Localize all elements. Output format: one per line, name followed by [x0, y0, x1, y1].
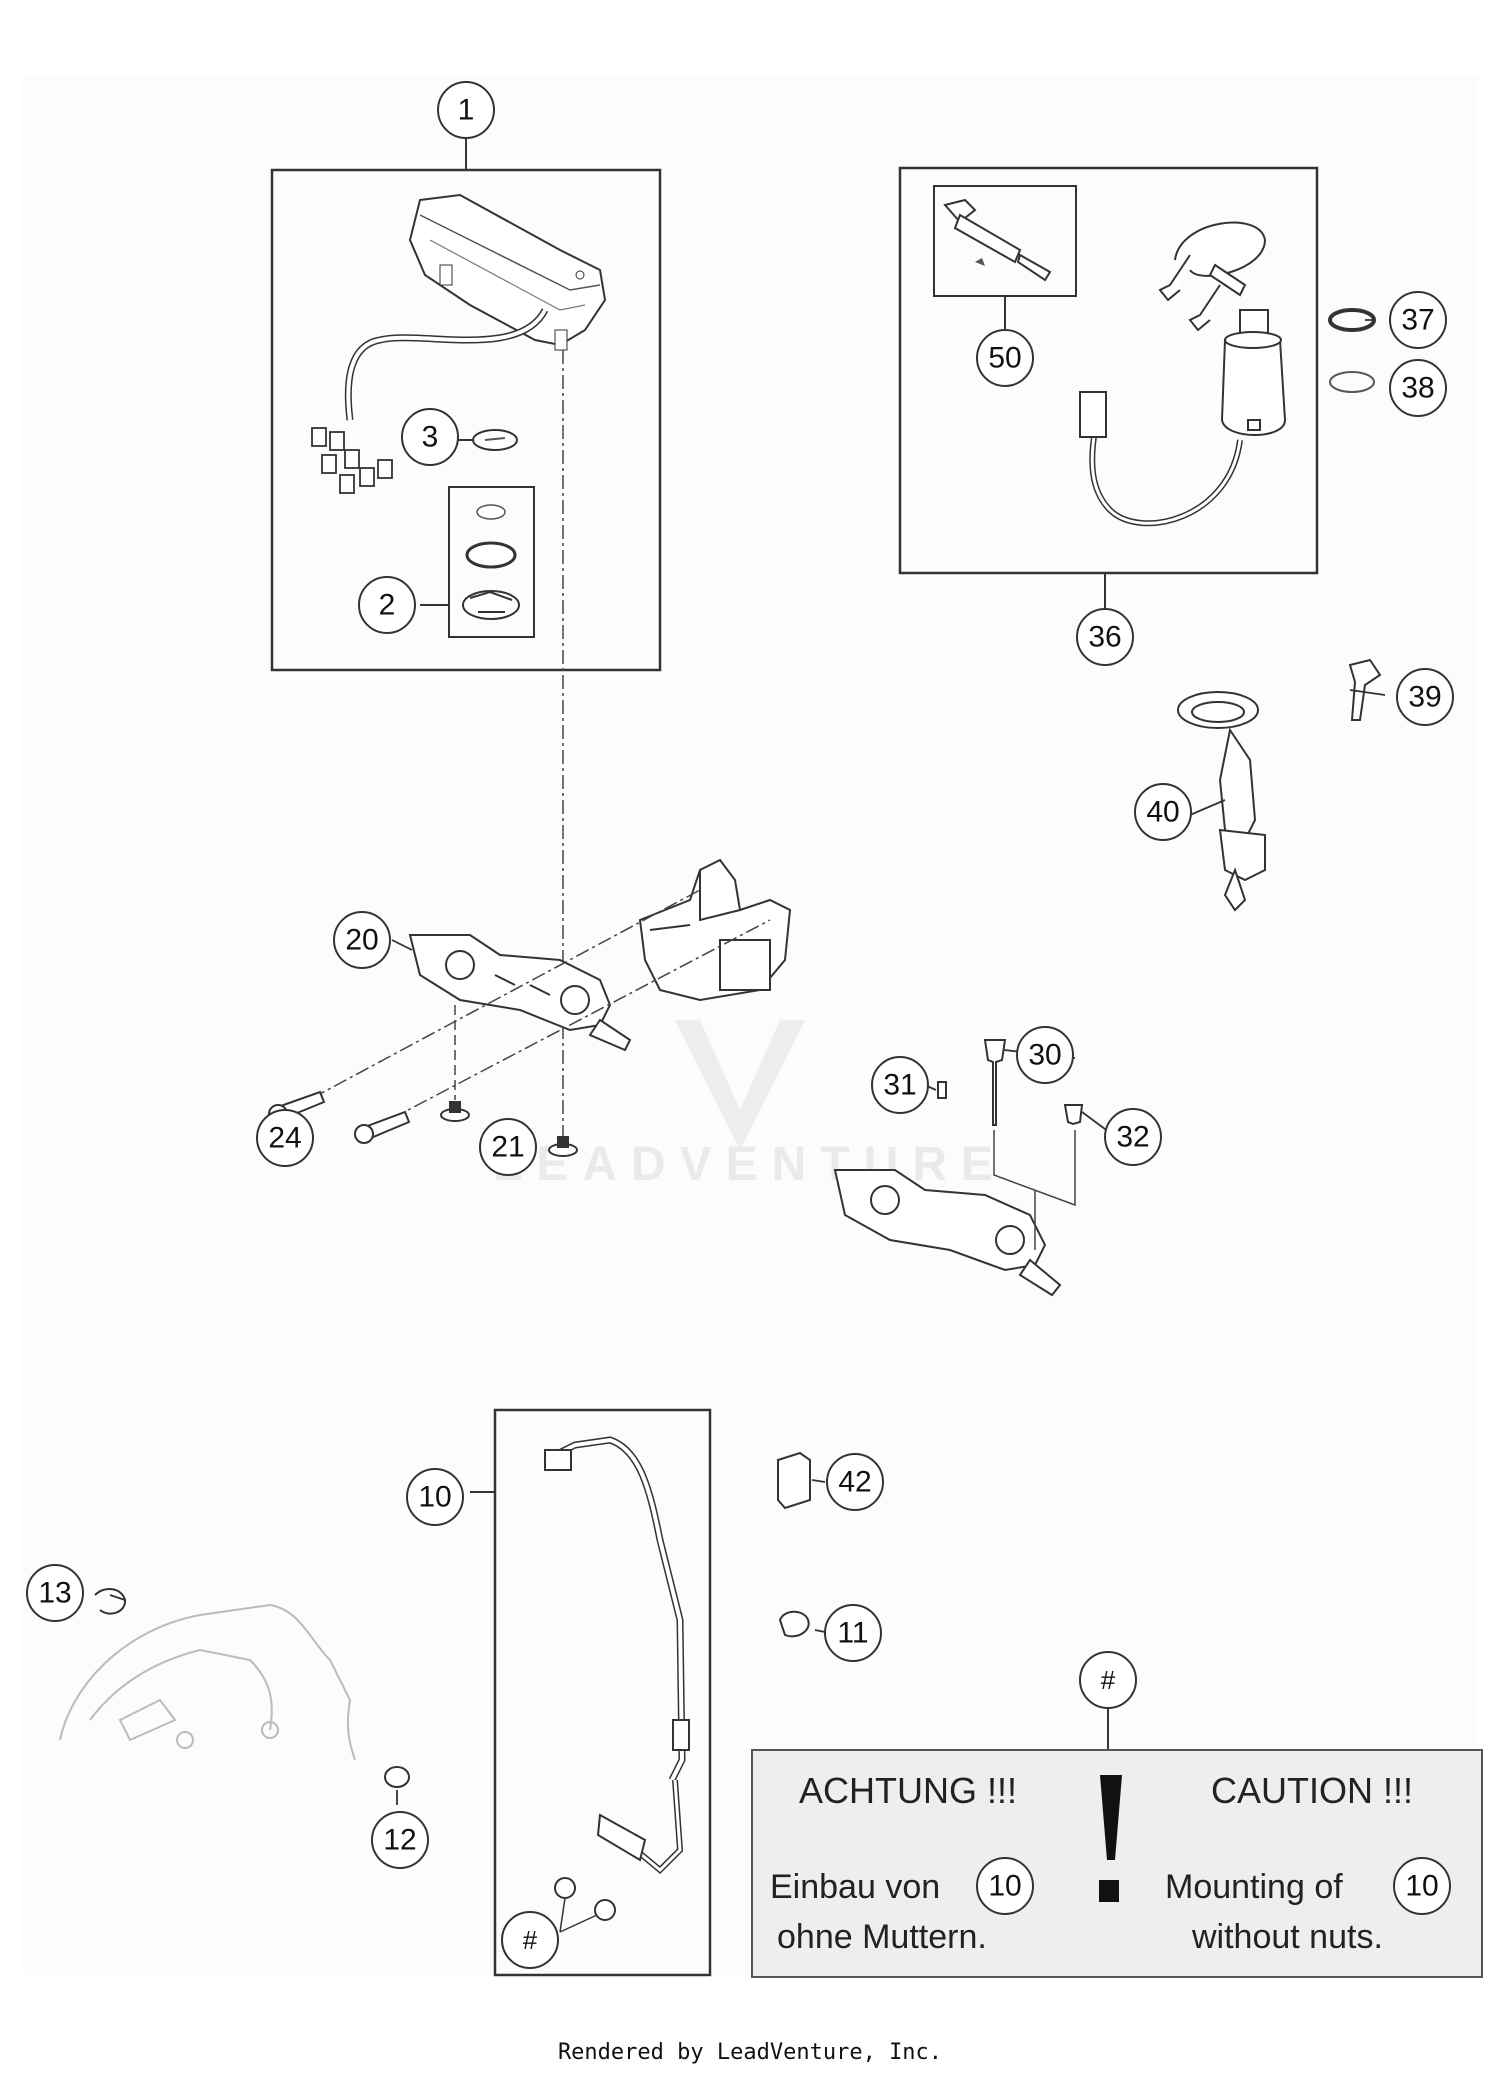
- seal-kit-box: [448, 486, 535, 638]
- caution-english-ref-callout: 10: [1393, 1857, 1451, 1915]
- callout-30: 30: [1016, 1026, 1074, 1084]
- callout-10: 10: [406, 1468, 464, 1526]
- lock-bracket-40-part: [1177, 691, 1266, 912]
- callout-3: 3: [401, 408, 459, 466]
- caution-german-line1: Einbau von: [770, 1868, 940, 1906]
- keys-part: [1158, 221, 1267, 332]
- washer-21-part: [440, 1101, 578, 1157]
- caution-german-line2: ohne Muttern.: [777, 1918, 987, 1956]
- svg-text:10: 10: [988, 1870, 1021, 1903]
- caution-english-line1: Mounting of: [1165, 1868, 1343, 1906]
- harness-group: [470, 1408, 712, 1977]
- svg-text:39: 39: [1408, 681, 1441, 714]
- bulb-30-part: [983, 1039, 1007, 1126]
- caution-panel: ACHTUNG !!! Einbau von ohne Muttern. CAU…: [751, 1705, 1483, 1978]
- connectors: [311, 427, 393, 494]
- key-39-part: [1348, 658, 1382, 721]
- svg-text:11: 11: [837, 1617, 868, 1650]
- callout-39: 39: [1396, 668, 1454, 726]
- frame-ghost-part: [59, 1603, 356, 1761]
- exclamation-icon: [1100, 1775, 1122, 1860]
- callout-38: 38: [1389, 359, 1447, 417]
- callout-2: 2: [358, 576, 416, 634]
- svg-text:#: #: [523, 1925, 538, 1955]
- svg-text:24: 24: [268, 1122, 301, 1155]
- callout-31: 31: [871, 1056, 929, 1114]
- caution-english-line2: without nuts.: [1191, 1918, 1383, 1956]
- caution-german-title: ACHTUNG !!!: [799, 1770, 1017, 1811]
- callout-32: 32: [1104, 1108, 1162, 1166]
- callout-42: 42: [826, 1453, 884, 1511]
- caution-german-ref-callout: 10: [976, 1857, 1034, 1915]
- callout-hash-top: #: [1079, 1651, 1137, 1709]
- callout-1: 1: [437, 81, 495, 139]
- footer-credit: Rendered by LeadVenture, Inc.: [557, 2040, 943, 2065]
- callout-hash-bottom: #: [501, 1911, 559, 1969]
- callout-12: 12: [371, 1811, 429, 1869]
- svg-text:12: 12: [383, 1824, 416, 1857]
- callout-40: 40: [1134, 783, 1192, 841]
- callout-20: 20: [333, 911, 391, 969]
- svg-text:21: 21: [491, 1131, 524, 1164]
- svg-text:10: 10: [418, 1481, 451, 1514]
- harness-box: [493, 1408, 712, 1977]
- callout-21: 21: [479, 1118, 537, 1176]
- svg-text:40: 40: [1146, 796, 1179, 829]
- callout-11: 11: [824, 1604, 882, 1662]
- caution-english-title: CAUTION !!!: [1211, 1770, 1413, 1811]
- callout-36: 36: [1076, 608, 1134, 666]
- bulb-32-part: [1063, 1104, 1084, 1126]
- svg-text:10: 10: [1405, 1870, 1438, 1903]
- svg-text:20: 20: [345, 924, 378, 957]
- ignition-lock-group: [898, 166, 1376, 615]
- callout-50: 50: [976, 329, 1034, 387]
- bulb-31-part: [937, 1081, 947, 1099]
- svg-text:38: 38: [1401, 372, 1434, 405]
- svg-text:42: 42: [838, 1466, 871, 1499]
- svg-text:36: 36: [1088, 621, 1121, 654]
- svg-text:13: 13: [38, 1577, 71, 1610]
- svg-text:#: #: [1101, 1665, 1116, 1695]
- callout-24: 24: [256, 1109, 314, 1167]
- clip-11-part: [778, 1610, 810, 1638]
- svg-text:50: 50: [988, 342, 1021, 375]
- speedometer-group: [270, 135, 662, 672]
- svg-text:37: 37: [1401, 304, 1434, 337]
- svg-text:30: 30: [1028, 1039, 1061, 1072]
- svg-text:31: 31: [883, 1069, 916, 1102]
- svg-text:32: 32: [1116, 1121, 1149, 1154]
- ignition-lock-box: [898, 166, 1319, 575]
- bracket-right-group: [833, 1169, 1062, 1297]
- svg-text:1: 1: [458, 94, 475, 127]
- callout-37: 37: [1389, 291, 1447, 349]
- ignition-switch-part: [1079, 309, 1287, 527]
- ring-38-part: [1329, 371, 1375, 393]
- svg-text:3: 3: [422, 421, 439, 454]
- bushing-12-part: [384, 1766, 410, 1788]
- callout-13: 13: [26, 1564, 84, 1622]
- svg-text:2: 2: [379, 589, 396, 622]
- bracket-20-group: [408, 858, 792, 1052]
- relay-42-part: [777, 1451, 811, 1510]
